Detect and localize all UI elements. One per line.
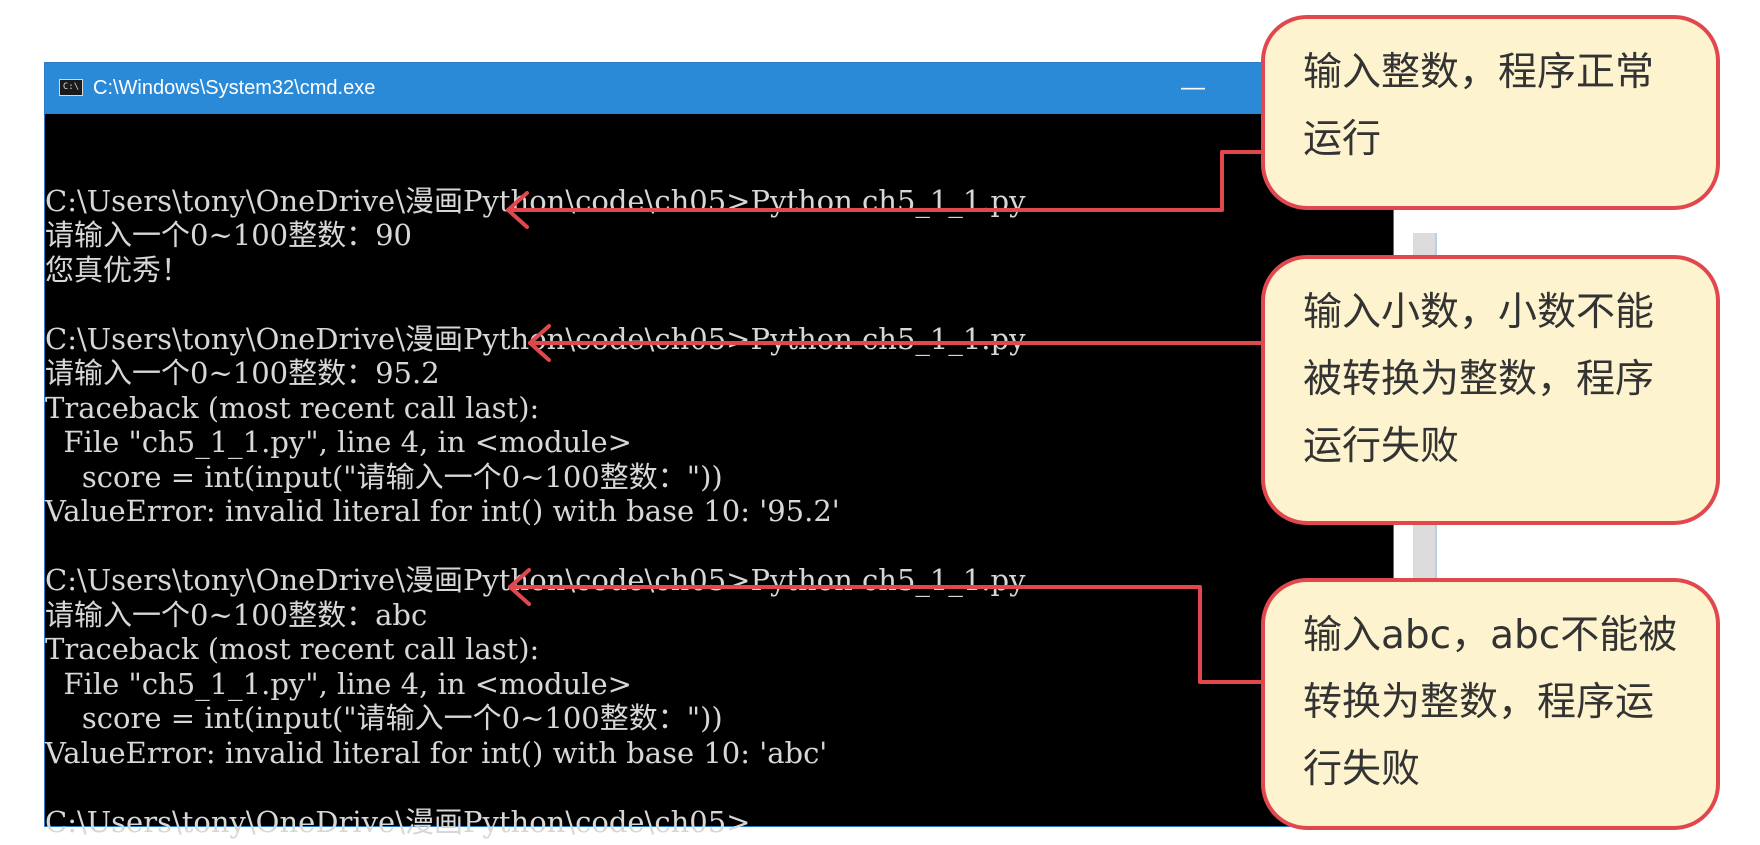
console-line: C:\Users\tony\OneDrive\漫画Python\code\ch0…	[45, 563, 1026, 597]
console-line: Traceback (most recent call last):	[45, 632, 540, 666]
cmd-window: C:\ C:\Windows\System32\cmd.exe — C:\Use…	[44, 62, 1437, 839]
window-title: C:\Windows\System32\cmd.exe	[93, 77, 376, 99]
console-line: 请输入一个0~100整数：abc	[45, 597, 428, 632]
prompt-line[interactable]: C:\Users\tony\OneDrive\漫画Python\code\ch0…	[45, 805, 1373, 840]
console-line: File "ch5_1_1.py", line 4, in <module>	[45, 666, 632, 701]
arrow-line-text	[508, 585, 1263, 684]
callout-decimal-input: 输入小数，小数不能被转换为整数，程序运行失败	[1261, 255, 1720, 525]
console-line: Traceback (most recent call last):	[45, 390, 540, 425]
console-line: ValueError: invalid literal for int() wi…	[45, 494, 840, 528]
callout-text-input: 输入abc，abc不能被转换为整数，程序运行失败	[1261, 578, 1720, 830]
console-line: File "ch5_1_1.py", line 4, in <module>	[45, 425, 632, 459]
arrow-line-integer	[506, 150, 1263, 212]
title-bar[interactable]: C:\ C:\Windows\System32\cmd.exe —	[45, 63, 1393, 114]
arrow-head-decimal	[528, 324, 551, 362]
arrow-head-integer	[506, 191, 529, 229]
console-output[interactable]: C:\Users\tony\OneDrive\漫画Python\code\ch0…	[45, 149, 1373, 839]
console-line: 请输入一个0~100整数：95.2	[45, 356, 440, 390]
console-line: ValueError: invalid literal for int() wi…	[45, 735, 828, 770]
cmd-icon: C:\	[59, 79, 83, 96]
prompt-text: C:\Users\tony\OneDrive\漫画Python\code\ch0…	[45, 804, 751, 839]
console-line: score = int(input("请输入一个0~100整数："))	[45, 459, 723, 494]
minimize-button[interactable]: —	[1181, 74, 1205, 101]
callout-integer-input: 输入整数，程序正常运行	[1261, 15, 1720, 210]
console-line: C:\Users\tony\OneDrive\漫画Python\code\ch0…	[45, 321, 1026, 356]
arrow-head-text	[508, 568, 531, 606]
text-cursor	[750, 829, 767, 838]
console-line: 您真优秀！	[45, 252, 191, 287]
console-line: score = int(input("请输入一个0~100整数："))	[45, 701, 723, 735]
console-line: 请输入一个0~100整数：90	[45, 218, 413, 252]
